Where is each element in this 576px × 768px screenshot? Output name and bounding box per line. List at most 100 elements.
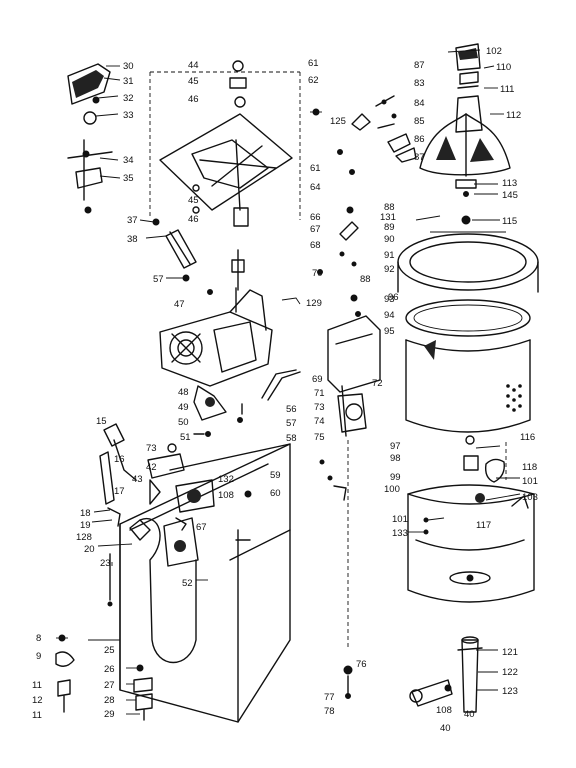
part-label: 18 [80, 508, 91, 519]
part-label: 131 [380, 212, 396, 223]
part-label: 102 [486, 46, 502, 57]
part-label: 17 [114, 486, 125, 497]
part-label: 118 [522, 462, 537, 473]
upper-left-bracket-parts [67, 63, 113, 214]
part-label: 133 [392, 528, 408, 539]
part-label: 132 [218, 474, 234, 485]
part-label: 83 [414, 78, 425, 89]
part-label: 95 [384, 326, 395, 337]
part-label: 28 [104, 695, 115, 706]
leader-lines [56, 49, 521, 715]
part-label: 38 [127, 234, 138, 245]
part-label: 73 [146, 443, 157, 454]
part-label: 101 [392, 514, 408, 525]
part-label: 29 [104, 709, 115, 720]
part-label: 44 [188, 60, 199, 71]
part-label: 91 [384, 250, 395, 261]
part-label: 87 [414, 60, 425, 71]
part-label: 19 [80, 520, 91, 531]
part-label: 46 [188, 94, 199, 105]
part-label: 111 [500, 84, 514, 95]
part-label: 103 [522, 492, 538, 503]
part-label: 113 [502, 178, 517, 189]
part-label: 62 [308, 75, 319, 86]
part-label: 72 [372, 378, 383, 389]
part-label: 77 [324, 692, 335, 703]
part-label: 98 [390, 453, 401, 464]
part-label: 117 [476, 520, 491, 531]
part-label: 47 [174, 299, 185, 310]
part-label: 43 [132, 474, 143, 485]
part-label: 88 [384, 202, 395, 213]
part-label: 64 [310, 182, 321, 193]
part-label: 11 [32, 710, 42, 721]
part-label: 27 [104, 680, 115, 691]
outer-tub [405, 339, 531, 433]
clutch-parts [351, 95, 417, 163]
part-label: 52 [182, 578, 193, 589]
part-label: 69 [312, 374, 323, 385]
leveling-legs [55, 634, 153, 721]
part-label: 37 [127, 215, 138, 226]
part-label: 86 [414, 134, 425, 145]
part-label: 115 [502, 216, 517, 227]
part-label: 50 [178, 417, 189, 428]
part-label: 108 [436, 705, 452, 716]
part-label: 25 [104, 645, 115, 656]
part-label: 93 [384, 294, 395, 305]
part-label: 108 [218, 490, 234, 501]
part-label: 90 [384, 234, 395, 245]
part-label: 42 [146, 462, 157, 473]
cabinet-frame [119, 443, 291, 723]
part-label: 61 [308, 58, 319, 69]
part-label: 57 [153, 274, 164, 285]
part-label: 76 [356, 659, 367, 670]
part-label: 68 [310, 240, 321, 251]
part-label: 70 [312, 268, 323, 279]
part-label: 56 [286, 404, 297, 415]
part-label: 100 [384, 484, 400, 495]
part-label: 88 [360, 274, 371, 285]
part-label: 15 [96, 416, 107, 427]
part-label: 99 [390, 472, 401, 483]
part-label: 78 [324, 706, 335, 717]
part-label: 34 [123, 155, 134, 166]
part-label: 110 [496, 62, 511, 73]
drain-fittings [409, 636, 483, 713]
agitator-assembly [149, 60, 301, 295]
part-label: 23 [100, 558, 111, 569]
water-inlet-parts [99, 423, 252, 664]
part-label: 145 [502, 190, 518, 201]
part-label: 8 [36, 633, 41, 644]
part-label: 97 [390, 441, 401, 452]
part-label: 45 [188, 195, 199, 206]
part-label: 101 [522, 476, 538, 487]
part-label: 96 [388, 292, 399, 303]
center-small-parts [281, 108, 359, 305]
tub-perforations [506, 384, 522, 412]
part-label: 121 [502, 647, 518, 658]
part-label: 26 [104, 664, 115, 675]
part-label: 46 [188, 214, 199, 225]
part-label: 84 [414, 98, 425, 109]
part-label: 67 [310, 224, 321, 235]
part-number-labels: 30 31 32 33 34 35 37 38 57 47 44 45 46 4… [32, 46, 538, 734]
part-label: 20 [84, 544, 95, 555]
part-label: 40 [464, 709, 475, 720]
part-label: 116 [520, 432, 535, 443]
part-label: 73 [314, 402, 325, 413]
part-label: 66 [310, 212, 321, 223]
part-label: 48 [178, 387, 189, 398]
part-label: 123 [502, 686, 518, 697]
part-label: 87 [414, 152, 425, 163]
part-label: 33 [123, 110, 134, 121]
part-label: 30 [123, 61, 134, 72]
part-label: 59 [270, 470, 281, 481]
part-label: 92 [384, 264, 395, 275]
part-label: 40 [440, 723, 451, 734]
part-label: 31 [123, 76, 134, 87]
part-label: 32 [123, 93, 134, 104]
part-label: 112 [506, 110, 521, 121]
part-label: 60 [270, 488, 281, 499]
